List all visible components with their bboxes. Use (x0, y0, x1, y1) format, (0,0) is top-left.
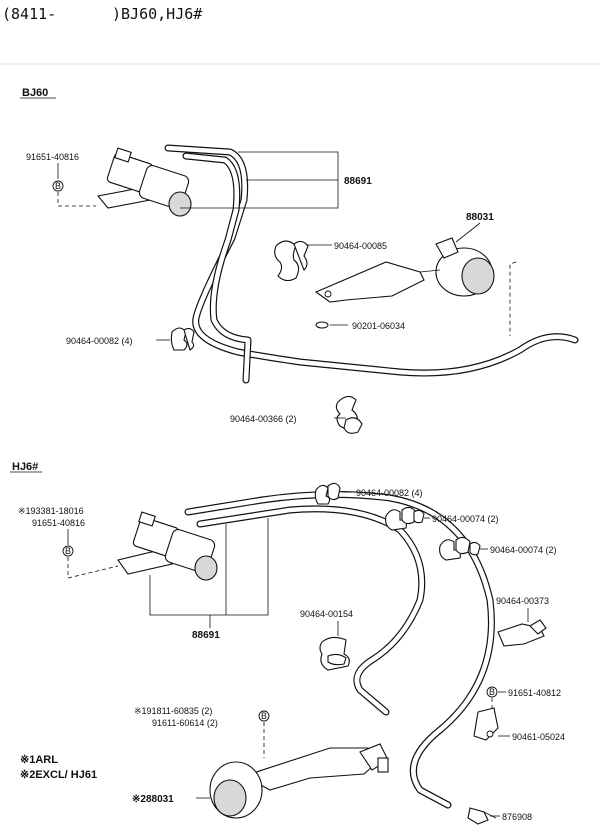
label-hj6-191811-60835: ※191811-60835 (2) (134, 706, 212, 716)
hj6-bolt-symbol-3: B (258, 710, 270, 722)
svg-text:B: B (65, 546, 71, 556)
bj60-vacuum-actuator-88031 (314, 237, 495, 303)
label-hj6-90464-00373: 90464-00373 (496, 596, 549, 606)
svg-text:B: B (261, 711, 267, 721)
hj6-clip-90464-00154 (319, 636, 350, 671)
svg-text:B: B (55, 181, 61, 191)
section-title-hj6: HJ6# (12, 461, 38, 473)
bj60-clip-90464-00366 (335, 395, 363, 434)
hj6-bolt-symbol-2: B (486, 686, 498, 698)
hj6-bolt-leader-1 (67, 557, 119, 579)
label-bj60-90201-06034: 90201-06034 (352, 321, 405, 331)
hj6-fitting-876908 (467, 807, 497, 825)
bj60-bolt-leader (57, 192, 96, 207)
label-bj60-91651-40816: 91651-40816 (26, 152, 79, 162)
label-bj60-90464-00085: 90464-00085 (334, 241, 387, 251)
label-hj6-876908: 876908 (502, 812, 532, 822)
bj60-vacuum-switching-valve (96, 147, 192, 217)
bj60-washer (315, 321, 329, 329)
label-bj60-88031: 88031 (466, 212, 494, 223)
hj6-vacuum-switching-valve (117, 511, 218, 581)
header-range: (8411- (2, 5, 56, 23)
label-hj6-90464-00074-b: 90464-00074 (2) (490, 545, 557, 555)
hj6-bolt-symbol-1: B (62, 545, 74, 557)
label-hj6-88031: ※288031 (132, 794, 174, 805)
label-hj6-91611-60614: 91611-60614 (2) (152, 718, 218, 728)
bj60-88691-bracket (180, 151, 339, 209)
section-title-bj60: BJ60 (22, 87, 48, 99)
hj6-clip-90464-00082 (314, 482, 341, 505)
leader-bj60-88031 (455, 222, 481, 243)
hj6-clip-90464-00074-a (385, 506, 425, 531)
note-1: ※1ARL (20, 754, 58, 766)
label-hj6-91651-40816: 91651-40816 (32, 518, 85, 528)
label-hj6-91651-40812: 91651-40812 (508, 688, 561, 698)
hj6-clip-90464-00074-b (439, 536, 481, 561)
bj60-clip-90464-00082 (170, 327, 195, 351)
hj6-88691-bracket (149, 518, 269, 616)
note-2: ※2EXCL/ HJ61 (20, 769, 97, 781)
label-hj6-90461-05024: 90461-05024 (512, 732, 565, 742)
label-bj60-90464-00366: 90464-00366 (2) (230, 414, 297, 424)
label-hj6-88691: 88691 (192, 630, 220, 641)
bj60-bolt-symbol: B (52, 180, 64, 192)
header-models: )BJ60,HJ6# (112, 5, 202, 23)
label-bj60-88691: 88691 (344, 176, 372, 187)
hj6-vacuum-actuator-88031 (209, 743, 389, 819)
hj6-clip-90464-00373 (497, 619, 547, 647)
hj6-vacuum-hoses (184, 490, 495, 809)
label-hj6-90464-00074-a: 90464-00074 (2) (432, 514, 499, 524)
label-hj6-90464-00082: 90464-00082 (4) (356, 488, 423, 498)
bj60-actuator-dashed (509, 261, 517, 336)
hj6-bracket-90461-05024 (473, 707, 499, 741)
label-bj60-90464-00082: 90464-00082 (4) (66, 336, 133, 346)
bj60-vacuum-hoses (164, 144, 579, 384)
label-hj6-90464-00154: 90464-00154 (300, 609, 353, 619)
label-hj6-193381-18016: ※193381-18016 (18, 506, 84, 516)
svg-text:B: B (489, 687, 495, 697)
bj60-clip-90464-00085 (274, 240, 309, 282)
